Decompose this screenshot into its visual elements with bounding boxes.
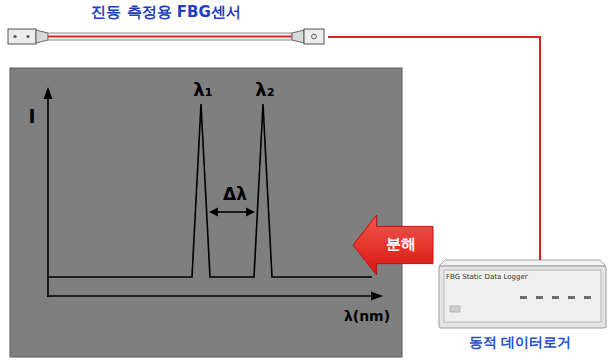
decompose-arrow: 분해: [352, 214, 434, 276]
arrow-label: 분해: [386, 236, 416, 253]
spectrum-panel: [10, 68, 402, 357]
data-logger-device: [439, 260, 606, 328]
sensor-node: 진동 측정용 FBG센서: [4, 2, 328, 50]
sensor-label: 진동 측정용 FBG센서: [91, 4, 240, 21]
axis-label: I: [28, 106, 35, 128]
peak-label: λ₁: [193, 80, 212, 101]
spectrum-panel-node: Iλ₁ λ₂ Δλ λ(nm): [10, 68, 402, 357]
peak-label: λ₂: [255, 80, 274, 101]
device-label: FBG Static Data Logger: [446, 273, 528, 281]
data-logger-node: FBG Static Data Logger 동적 데이터로거: [432, 254, 608, 356]
logger-label: 동적 데이터로거: [469, 334, 572, 350]
delta-arrow: [209, 208, 255, 217]
fiber-cable: [328, 37, 540, 260]
delta-label: Δλ: [223, 185, 247, 205]
axis-label: λ(nm): [344, 308, 390, 324]
spectrum-curve: [48, 104, 372, 277]
spectrum-axes: [47, 97, 373, 297]
fbg-sensor: [8, 29, 324, 44]
axis-arrowhead: [44, 87, 53, 99]
axis-arrowhead: [371, 292, 383, 301]
